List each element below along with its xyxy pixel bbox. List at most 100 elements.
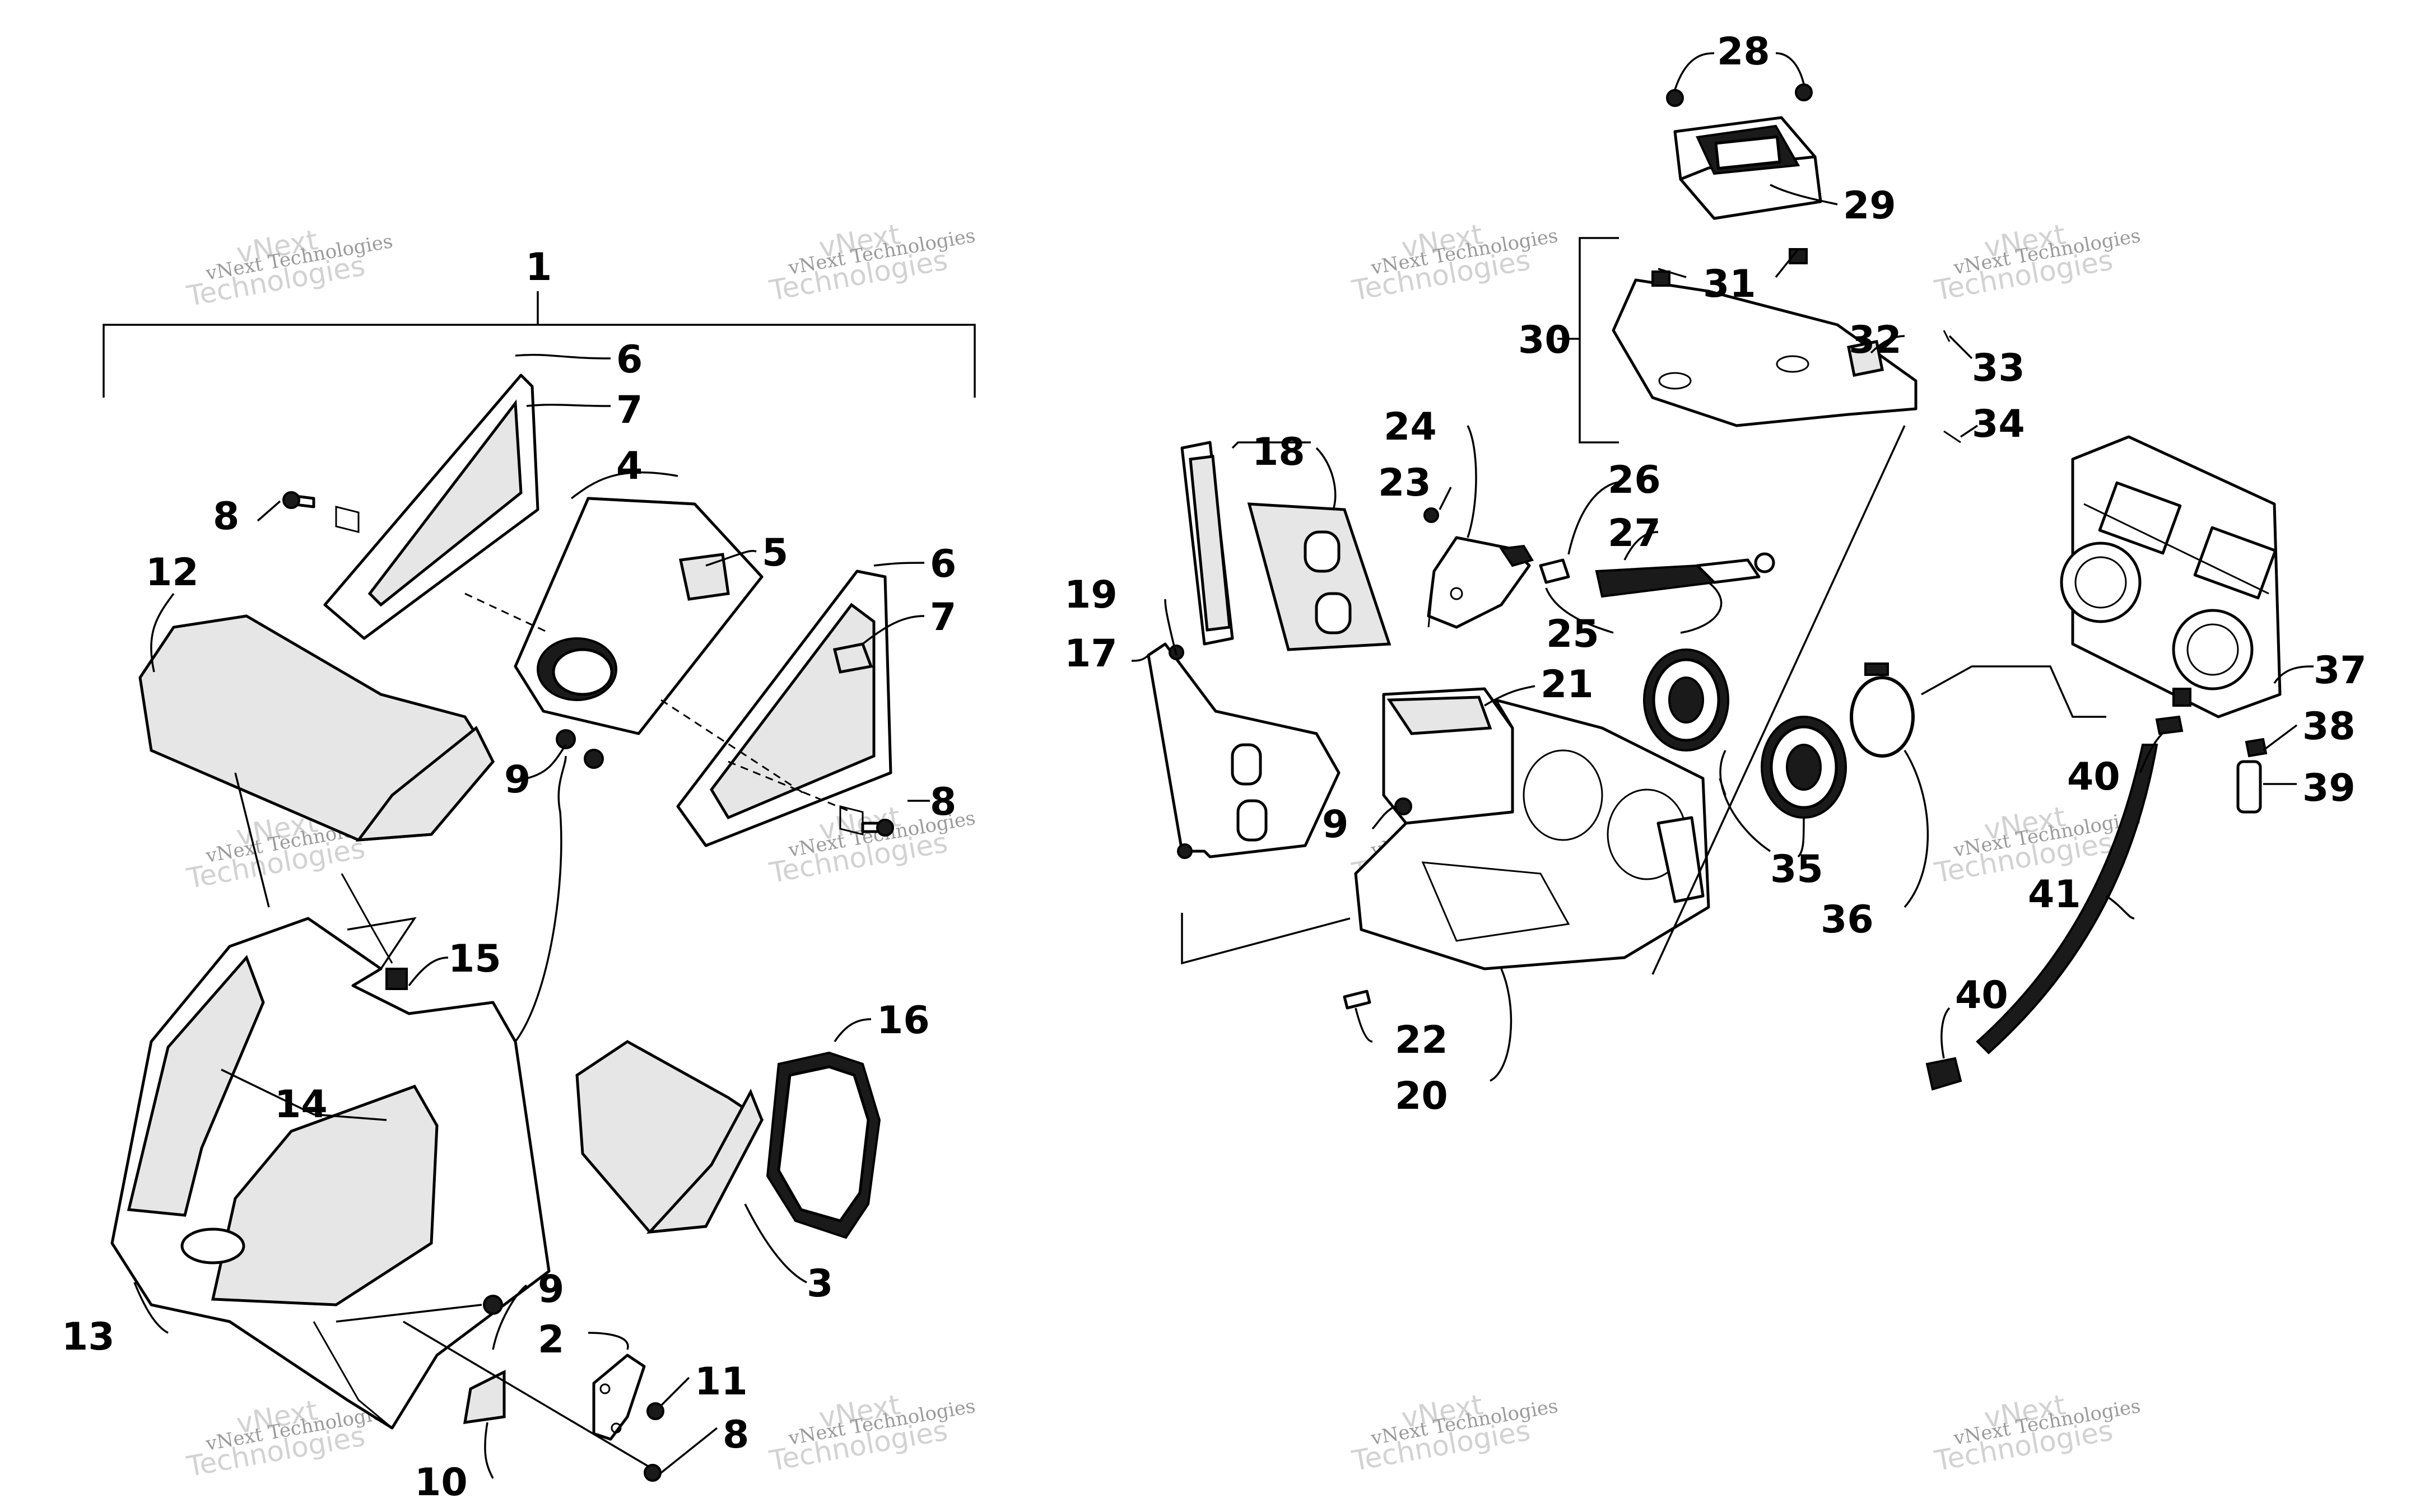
callout-26: 26 xyxy=(1608,458,1661,502)
callout-40: 40 xyxy=(2067,755,2120,799)
callout-18: 18 xyxy=(1252,430,1305,474)
callout-41: 41 xyxy=(2028,872,2081,917)
callout-6: 6 xyxy=(930,542,956,586)
grommet-31-a[interactable] xyxy=(1651,270,1670,287)
leader-lines-right xyxy=(1131,52,2314,1082)
callout-5: 5 xyxy=(762,531,788,575)
foam-piece-10[interactable] xyxy=(463,1369,506,1424)
filter-gasket-16[interactable] xyxy=(766,1051,881,1239)
callout-19: 19 xyxy=(1064,573,1118,617)
foam-seal-7 xyxy=(832,642,873,674)
rivet-22[interactable] xyxy=(1343,990,1371,1010)
hood-cover-13[interactable] xyxy=(110,917,551,1430)
callout-40: 40 xyxy=(1955,973,2008,1018)
callout-15: 15 xyxy=(448,937,501,981)
callout-10: 10 xyxy=(415,1460,468,1505)
bracket-2[interactable] xyxy=(592,1354,646,1441)
callout-8: 8 xyxy=(723,1413,749,1457)
screw-28-a[interactable] xyxy=(1666,89,1684,107)
screw-8-upper[interactable] xyxy=(282,491,315,509)
air-box-shell[interactable] xyxy=(514,497,764,735)
nut-9-lower[interactable] xyxy=(483,1295,503,1315)
callout-9: 9 xyxy=(1322,802,1348,847)
valve-24[interactable] xyxy=(1427,536,1534,629)
callout-12: 12 xyxy=(146,550,199,595)
callout-21: 21 xyxy=(1541,662,1594,707)
side-panel-right[interactable] xyxy=(676,570,892,847)
hose-clamp-40-a[interactable] xyxy=(2155,715,2184,735)
watermark: vNext Technologies vNext Technologies xyxy=(767,218,978,307)
callout-36: 36 xyxy=(1821,898,1874,942)
clip-15[interactable] xyxy=(341,873,408,990)
side-panel-left[interactable] xyxy=(323,374,539,640)
clamp-36[interactable] xyxy=(1850,662,1915,758)
air-filter-3[interactable] xyxy=(575,1040,764,1234)
foam-pad-12[interactable] xyxy=(138,614,495,842)
watermark: vNext Technologies vNext Technologies xyxy=(184,223,395,312)
nut-9-b[interactable] xyxy=(584,749,604,769)
callout-25: 25 xyxy=(1546,612,1599,656)
callout-13: 13 xyxy=(62,1315,115,1359)
callout-30: 30 xyxy=(1518,318,1571,362)
callout-32: 32 xyxy=(1849,318,1902,362)
callout-9: 9 xyxy=(538,1267,564,1312)
callout-31: 31 xyxy=(1703,262,1756,306)
callout-16: 16 xyxy=(877,998,930,1043)
callout-1: 1 xyxy=(525,245,552,290)
clip-38[interactable] xyxy=(2245,738,2268,758)
callout-34: 34 xyxy=(1972,402,2025,446)
callout-33: 33 xyxy=(1972,346,2025,390)
watermark: vNext Technologies vNext Technologies xyxy=(1349,218,1560,307)
nut-9-a[interactable] xyxy=(556,729,576,749)
leader-lines-left xyxy=(133,353,930,1479)
callout-14: 14 xyxy=(274,1082,328,1127)
callout-3: 3 xyxy=(807,1262,833,1306)
screw-28-b[interactable] xyxy=(1795,83,1813,101)
callout-9: 9 xyxy=(504,758,530,802)
pin-34[interactable] xyxy=(1943,430,1961,444)
carburetor-37[interactable] xyxy=(2060,435,2282,718)
pin-33[interactable] xyxy=(1943,330,1951,342)
hose-26[interactable] xyxy=(1539,552,1775,598)
callout-8: 8 xyxy=(213,494,239,539)
callout-8: 8 xyxy=(930,780,956,824)
fuel-line-41[interactable] xyxy=(1976,744,2158,1054)
callout-39: 39 xyxy=(2302,766,2356,810)
watermark: vNext Technologies vNext Technologies xyxy=(1349,1388,1560,1477)
watermark: vNext Technologies vNext Technologies xyxy=(1932,218,2143,307)
screw-11[interactable] xyxy=(646,1402,664,1420)
screw-23[interactable] xyxy=(1423,507,1439,523)
callout-24: 24 xyxy=(1384,405,1437,449)
callout-37: 37 xyxy=(2314,648,2367,693)
air-box-lower-20[interactable] xyxy=(1354,687,1710,970)
watermark: vNext Technologies vNext Technologies xyxy=(1932,1388,2143,1477)
callout-7: 7 xyxy=(930,595,956,640)
module-29[interactable] xyxy=(1673,116,1822,220)
callout-35: 35 xyxy=(1770,847,1823,892)
foam-seal-5 xyxy=(678,553,730,601)
callout-23: 23 xyxy=(1378,461,1431,505)
callout-29: 29 xyxy=(1843,184,1896,228)
assembly-bracket-1 xyxy=(103,291,976,398)
clip-nut-upper xyxy=(335,506,360,533)
boot-35-b[interactable] xyxy=(1761,716,1847,819)
hose-clamp-40-b[interactable] xyxy=(1925,1057,1962,1091)
callout-2: 2 xyxy=(538,1318,564,1362)
boot-35-a[interactable] xyxy=(1643,648,1729,752)
callout-6: 6 xyxy=(616,338,643,382)
callout-27: 27 xyxy=(1608,511,1661,556)
plug-39[interactable] xyxy=(2236,760,2262,814)
clip-nut-right xyxy=(839,805,864,836)
callout-11: 11 xyxy=(695,1360,748,1404)
watermark: vNext Technologies vNext Technologies xyxy=(767,1388,978,1477)
filter-pads-18[interactable] xyxy=(1180,441,1392,651)
callout-38: 38 xyxy=(2302,704,2356,749)
callout-20: 20 xyxy=(1395,1074,1448,1118)
screw-8-lower[interactable] xyxy=(644,1464,662,1482)
callout-7: 7 xyxy=(616,388,643,432)
bracket-17[interactable] xyxy=(1147,642,1341,859)
logo-badge xyxy=(180,1228,245,1264)
callout-22: 22 xyxy=(1395,1018,1448,1062)
callout-28: 28 xyxy=(1717,30,1770,74)
